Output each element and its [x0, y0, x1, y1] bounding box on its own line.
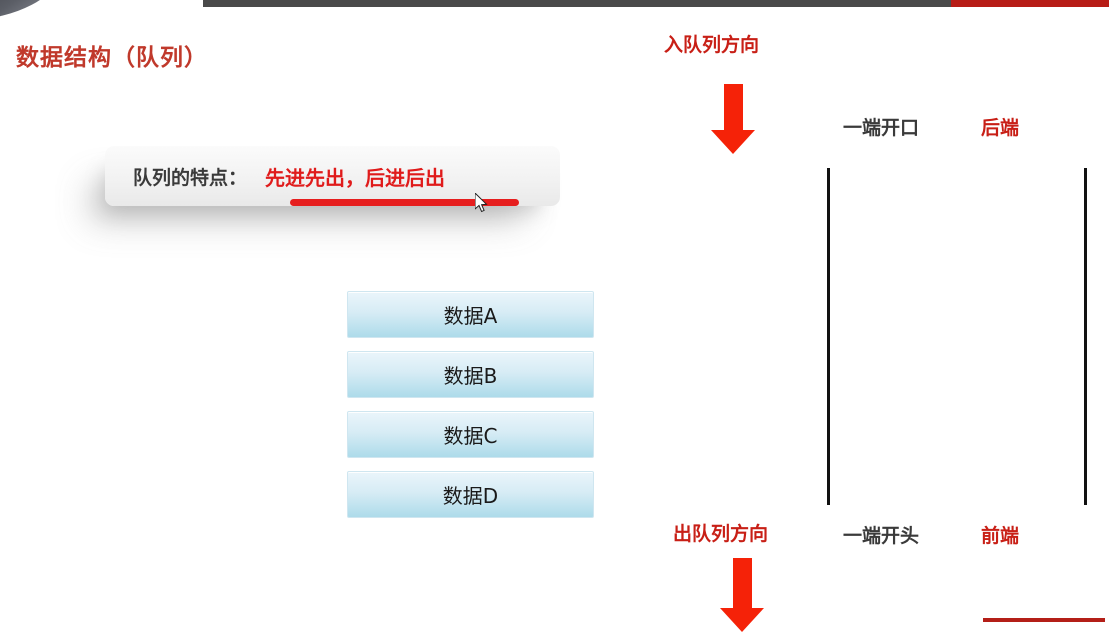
queue-block-label: 数据C — [443, 424, 498, 448]
queue-wall-right — [1084, 168, 1087, 505]
corner-swoosh-decoration — [0, 0, 60, 22]
queue-block-label: 数据D — [442, 484, 499, 508]
queue-block: 数据D — [347, 471, 594, 518]
rear-label: 后端 — [981, 118, 1020, 139]
mouse-cursor-icon — [475, 193, 488, 213]
page-title: 数据结构（队列） — [16, 44, 208, 70]
bottom-red-accent-line — [983, 618, 1105, 622]
open-end-label: 一端开口 — [843, 118, 920, 139]
queue-feature-value: 先进先出，后进后出 — [265, 167, 446, 190]
queue-feature-callout-inner: 队列的特点： 先进先出，后进后出 — [105, 146, 560, 206]
queue-feature-underline — [290, 199, 519, 206]
front-label: 前端 — [981, 526, 1020, 547]
top-bar-red-segment — [951, 0, 1109, 7]
queue-block: 数据A — [347, 291, 594, 338]
arrow-head — [720, 608, 764, 632]
arrow-shaft — [733, 558, 752, 610]
queue-block-label: 数据B — [443, 364, 498, 388]
dequeue-direction-label: 出队列方向 — [673, 524, 769, 545]
queue-block: 数据B — [347, 351, 594, 398]
head-end-label: 一端开头 — [843, 526, 920, 547]
queue-block-list: 数据A 数据B 数据C 数据D — [347, 291, 594, 531]
top-bar-dark-segment — [203, 0, 951, 7]
arrow-head — [711, 130, 755, 154]
queue-feature-callout: 队列的特点： 先进先出，后进后出 — [105, 146, 560, 206]
queue-block: 数据C — [347, 411, 594, 458]
queue-feature-label: 队列的特点： — [133, 167, 248, 189]
queue-wall-left — [827, 168, 830, 505]
enqueue-direction-label: 入队列方向 — [664, 35, 760, 56]
queue-block-label: 数据A — [443, 304, 498, 328]
arrow-shaft — [724, 84, 743, 132]
